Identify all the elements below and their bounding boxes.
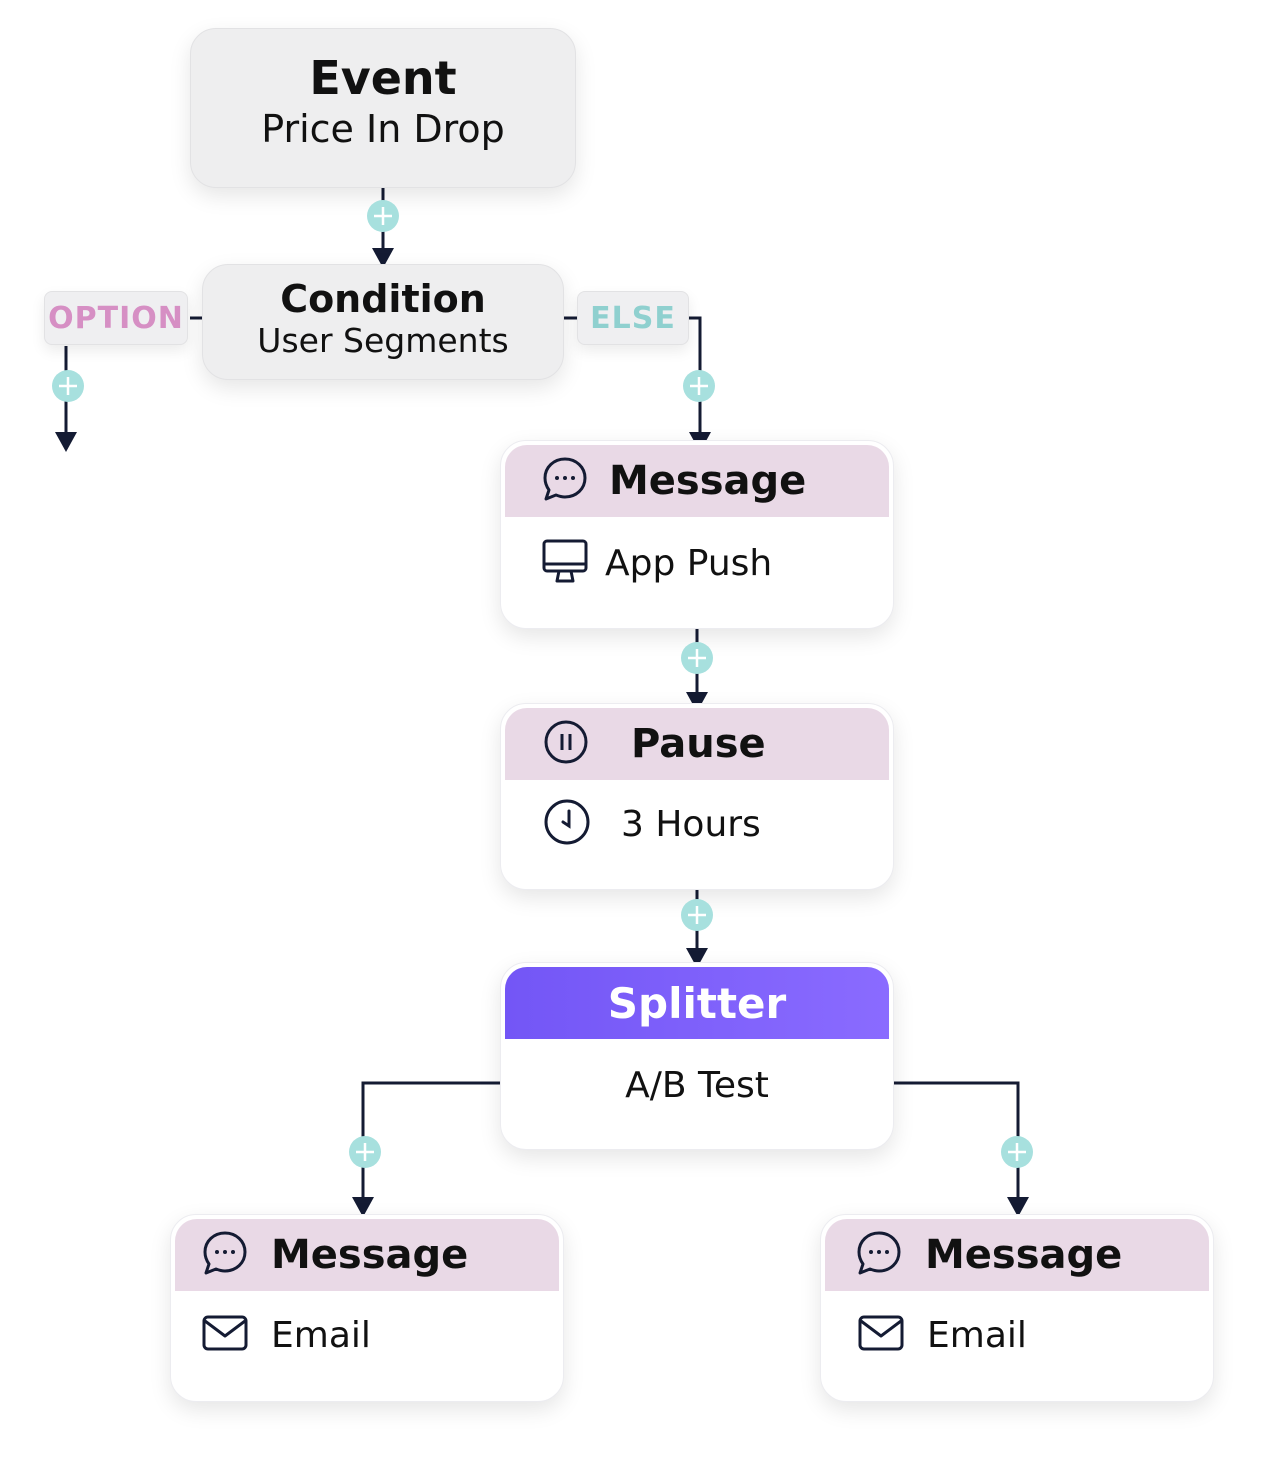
- message-email-node-a[interactable]: Message Email: [170, 1214, 564, 1402]
- pause-circle-icon: [543, 719, 589, 769]
- pause-node[interactable]: Pause 3 Hours: [500, 703, 894, 890]
- message-app-push-node[interactable]: Message App Push: [500, 440, 894, 629]
- message-email-node-b[interactable]: Message Email: [820, 1214, 1214, 1402]
- message-title: Message: [271, 1232, 469, 1278]
- plus-icon: [688, 649, 706, 667]
- connector-splitter-a: [361, 1081, 512, 1211]
- chat-bubble-icon: [855, 1229, 903, 1281]
- chat-bubble-icon: [541, 455, 589, 507]
- condition-node[interactable]: Condition User Segments: [202, 264, 564, 380]
- arrowhead: [686, 692, 708, 712]
- splitter-title: Splitter: [607, 978, 787, 1028]
- message-title: Message: [609, 458, 807, 504]
- arrowhead: [55, 432, 77, 452]
- option-branch-label[interactable]: OPTION: [44, 291, 188, 345]
- arrowhead: [352, 1197, 374, 1217]
- event-title: Event: [309, 51, 457, 105]
- message-title: Message: [925, 1232, 1123, 1278]
- envelope-icon: [201, 1313, 249, 1357]
- plus-icon: [356, 1143, 374, 1161]
- clock-icon: [543, 798, 591, 850]
- plus-icon: [1008, 1143, 1026, 1161]
- add-step-button[interactable]: [1001, 1136, 1033, 1168]
- add-step-button[interactable]: [349, 1136, 381, 1168]
- monitor-icon: [541, 537, 589, 589]
- splitter-header: Splitter: [505, 967, 889, 1039]
- pause-duration: 3 Hours: [621, 803, 761, 845]
- message-channel: App Push: [605, 542, 773, 584]
- add-step-button[interactable]: [52, 370, 84, 402]
- message-channel: Email: [271, 1314, 371, 1356]
- plus-icon: [59, 377, 77, 395]
- splitter-subtitle: A/B Test: [625, 1064, 769, 1106]
- event-node[interactable]: Event Price In Drop: [190, 28, 576, 188]
- plus-icon: [690, 377, 708, 395]
- condition-title: Condition: [280, 277, 486, 321]
- arrowhead: [1007, 1197, 1029, 1217]
- message-header: Message: [825, 1219, 1209, 1291]
- connector-splitter-b: [868, 1081, 1020, 1211]
- pause-header: Pause: [505, 708, 889, 780]
- chat-bubble-icon: [201, 1229, 249, 1281]
- envelope-icon: [857, 1313, 905, 1357]
- condition-subtitle: User Segments: [257, 321, 509, 360]
- splitter-node[interactable]: Splitter A/B Test: [500, 962, 894, 1150]
- message-header: Message: [505, 445, 889, 517]
- arrowhead: [372, 248, 394, 268]
- event-subtitle: Price In Drop: [261, 107, 505, 151]
- add-step-button[interactable]: [681, 899, 713, 931]
- plus-icon: [374, 207, 392, 225]
- pause-title: Pause: [631, 721, 766, 767]
- else-branch-label[interactable]: ELSE: [577, 291, 689, 345]
- plus-icon: [688, 906, 706, 924]
- add-step-button[interactable]: [681, 642, 713, 674]
- message-channel: Email: [927, 1314, 1027, 1356]
- arrowhead: [686, 948, 708, 968]
- message-header: Message: [175, 1219, 559, 1291]
- add-step-button[interactable]: [367, 200, 399, 232]
- add-step-button[interactable]: [683, 370, 715, 402]
